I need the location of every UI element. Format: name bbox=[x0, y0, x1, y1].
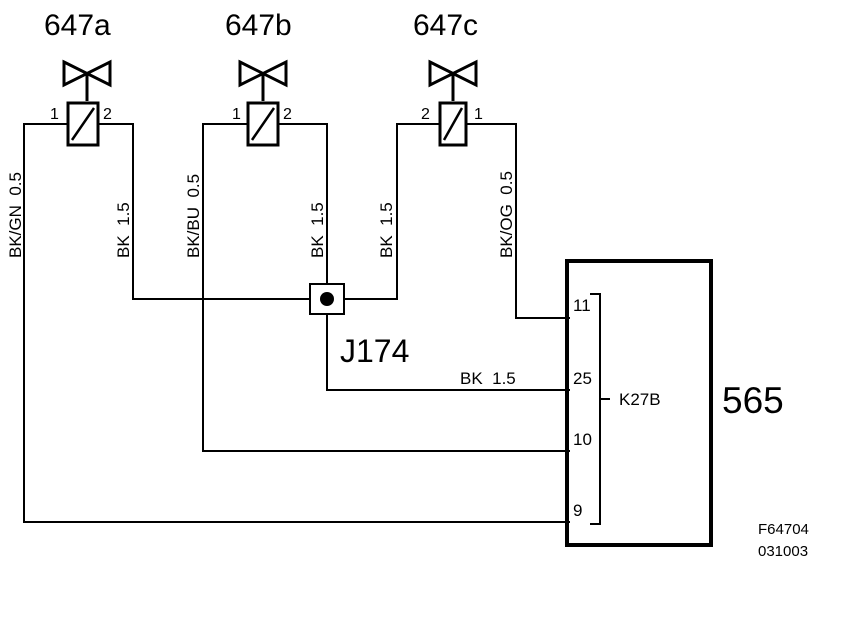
splice-dot-icon bbox=[320, 292, 334, 306]
solenoid-coil-icon bbox=[66, 101, 100, 147]
solenoid-coil-icon bbox=[246, 101, 280, 147]
valve-symbol-icon bbox=[62, 59, 112, 88]
wire-label-bk-647a: BK 1.5 bbox=[114, 202, 133, 258]
splice-j174: J174 bbox=[309, 283, 409, 369]
solenoid-coil-icon bbox=[438, 101, 468, 147]
wire-labels: BK/GN 0.5 BK 1.5 BK/BU 0.5 BK 1.5 BK 1.5… bbox=[6, 171, 516, 388]
ecu-pin-25: 25 bbox=[573, 369, 592, 388]
ecu-pin-9: 9 bbox=[573, 501, 582, 520]
wire-label-bk-647b: BK 1.5 bbox=[308, 202, 327, 258]
wires bbox=[23, 123, 570, 523]
ecu-565: 11 25 10 9 K27B 565 bbox=[565, 259, 784, 547]
reference-date: 031003 bbox=[758, 543, 808, 560]
wire-bkog-647c-to-pin11 bbox=[466, 123, 570, 319]
ecu-box bbox=[565, 259, 713, 547]
wire-label-bk-splice: BK 1.5 bbox=[460, 369, 516, 388]
ecu-label: 565 bbox=[722, 380, 784, 421]
valve-647a-label: 647a bbox=[44, 9, 111, 42]
valve-symbol-icon bbox=[238, 59, 288, 88]
valve-symbol-icon bbox=[428, 59, 478, 88]
wire-bkgn-647a-to-pin9 bbox=[23, 123, 570, 523]
valve-647c: 647c 2 1 bbox=[413, 9, 483, 147]
reference-code: F64704 bbox=[758, 521, 809, 538]
valve-647c-label: 647c bbox=[413, 9, 478, 42]
wire-bk-647b-to-splice bbox=[278, 123, 328, 284]
wire-label-bkbu: BK/BU 0.5 bbox=[184, 174, 203, 258]
ecu-pin-10: 10 bbox=[573, 430, 592, 449]
wire-bkbu-647b-to-pin10 bbox=[202, 123, 570, 452]
wire-label-bk-647c: BK 1.5 bbox=[377, 202, 396, 258]
valve-647a-pin-right: 2 bbox=[103, 106, 112, 123]
valve-647c-pin-left: 2 bbox=[421, 106, 430, 123]
wire-bk-647c-to-splice bbox=[344, 123, 440, 300]
wire-bk-splice-to-pin25 bbox=[326, 314, 570, 391]
valve-647a-pin-left: 1 bbox=[50, 106, 59, 123]
valve-647b-pin-right: 2 bbox=[283, 106, 292, 123]
valve-647b: 647b 1 2 bbox=[225, 9, 292, 147]
wire-label-bkog: BK/OG 0.5 bbox=[497, 171, 516, 258]
splice-label: J174 bbox=[340, 333, 409, 369]
valve-647b-pin-left: 1 bbox=[232, 106, 241, 123]
ecu-pin-11: 11 bbox=[573, 296, 591, 315]
reference-block: F64704 031003 bbox=[758, 521, 809, 560]
wire-bk-647a-to-splice bbox=[98, 123, 310, 300]
ecu-connector-label: K27B bbox=[619, 390, 661, 409]
valve-647b-label: 647b bbox=[225, 9, 292, 42]
wire-label-bkgn: BK/GN 0.5 bbox=[6, 172, 25, 258]
connector-bracket bbox=[590, 293, 601, 525]
valve-647c-pin-right: 1 bbox=[474, 106, 483, 123]
valve-647a: 647a 1 2 bbox=[44, 9, 112, 147]
